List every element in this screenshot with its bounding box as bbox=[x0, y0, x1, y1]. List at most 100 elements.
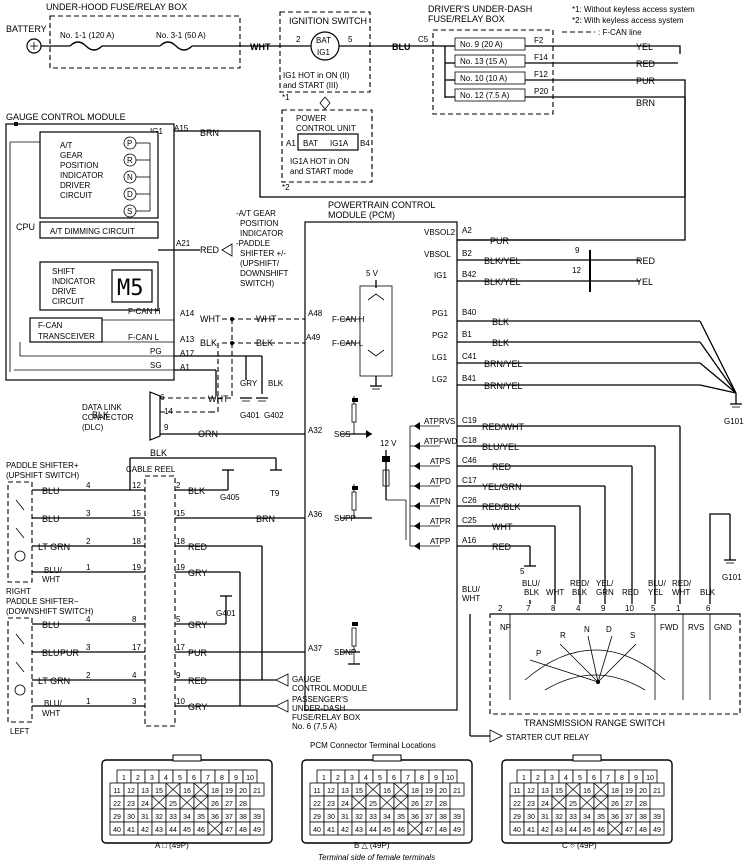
at-text-2: GEAR bbox=[60, 151, 83, 160]
output-pass-1: PASSENGER'S bbox=[292, 695, 348, 704]
terminal-label: 9 bbox=[434, 775, 438, 782]
terminal-label: 39 bbox=[453, 814, 461, 821]
pcm-pin-9-mark: 9 bbox=[575, 246, 580, 255]
terminal-label: 19 bbox=[625, 788, 633, 795]
paddle-down-title-1: PADDLE SHIFTER– bbox=[6, 597, 79, 606]
pcm-pin-a36: A36 bbox=[308, 510, 323, 519]
fuse-9: No. 9 (20 A) bbox=[460, 40, 503, 49]
cable-reel-box bbox=[144, 475, 176, 727]
terminal-label: 5 bbox=[578, 775, 582, 782]
wire-brn-a15: BRN bbox=[200, 128, 219, 138]
terminal-label: 9 bbox=[634, 775, 638, 782]
gear-r: R bbox=[127, 156, 133, 165]
terminal-label: 3 bbox=[150, 775, 154, 782]
trs-pin-6: 6 bbox=[706, 604, 711, 613]
terminal-label: 15 bbox=[555, 788, 563, 795]
terminal-label: 13 bbox=[541, 788, 549, 795]
g401-label-b: G401 bbox=[216, 609, 236, 618]
note-3: : F-CAN line bbox=[598, 28, 642, 37]
terminal-label: 33 bbox=[169, 814, 177, 821]
terminal-label: 13 bbox=[341, 788, 349, 795]
ind-note-3: -PADDLE bbox=[236, 239, 270, 248]
wire-gry-g401: GRY bbox=[240, 379, 258, 388]
wire-bluyel-c18: BLU/YEL bbox=[482, 442, 519, 452]
terminal-label: 46 bbox=[397, 827, 405, 834]
paddle-up-lamp-icon bbox=[14, 550, 26, 562]
ind-note-7: SWITCH) bbox=[240, 279, 275, 288]
pu-wire-4b: WHT bbox=[42, 575, 60, 584]
trs-pin-4: 4 bbox=[576, 604, 581, 613]
pcu-a1: A1 bbox=[286, 139, 296, 148]
trs-pin-numbers: 2 7 8 4 9 10 5 1 6 bbox=[498, 604, 711, 613]
gcm-fcanl: F-CAN L bbox=[128, 333, 160, 342]
pu-reel-r-18: 18 bbox=[176, 537, 185, 546]
fuse-1-1: No. 1-1 (120 A) bbox=[60, 31, 115, 40]
terminal-label: 30 bbox=[527, 814, 535, 821]
pd-wire-pur-r: PUR bbox=[188, 648, 208, 658]
terminal-label: 40 bbox=[113, 827, 121, 834]
terminal-label: 49 bbox=[453, 827, 461, 834]
pd-reel-r-10: 10 bbox=[176, 697, 185, 706]
pcu-mark: *2 bbox=[282, 183, 290, 192]
starter-arrow bbox=[489, 729, 503, 743]
ignition-ig1: IG1 bbox=[317, 48, 330, 57]
terminal-label: 4 bbox=[564, 775, 568, 782]
paddle-down-title-2: (DOWNSHIFT SWITCH) bbox=[6, 607, 94, 616]
trs-pos-np: NP bbox=[500, 623, 511, 632]
pcu-ig1a: IG1A bbox=[330, 139, 349, 148]
ind-note-0: -A/T GEAR bbox=[236, 209, 276, 218]
pcm-lg1: LG1 bbox=[432, 353, 448, 362]
terminal-label: 16 bbox=[383, 788, 391, 795]
ignition-pin-2: 2 bbox=[296, 35, 301, 44]
pu-wire-1: BLU bbox=[42, 486, 60, 496]
terminal-label: 40 bbox=[313, 827, 321, 834]
terminal-label: 29 bbox=[513, 814, 521, 821]
terminal-label: 45 bbox=[383, 827, 391, 834]
terminal-label: 7 bbox=[406, 775, 410, 782]
underdash-title-1: DRIVER'S UNDER-DASH bbox=[428, 4, 532, 14]
trs-contact-arc bbox=[524, 649, 666, 681]
battery-label: BATTERY bbox=[6, 24, 47, 34]
pd-reel-l-4: 4 bbox=[132, 671, 137, 680]
terminal-label: 15 bbox=[355, 788, 363, 795]
pcu-b4: B4 bbox=[360, 139, 370, 148]
terminal-label: 3 bbox=[550, 775, 554, 782]
at-dimming-label: A/T DIMMING CIRCUIT bbox=[50, 227, 135, 236]
terminal-label: 21 bbox=[253, 788, 261, 795]
terminal-label: 38 bbox=[239, 814, 247, 821]
paddle-up-title-1: PADDLE SHIFTER+ bbox=[6, 461, 79, 470]
pu-reel-r-19: 19 bbox=[176, 563, 185, 572]
paddle-down-lamp-icon bbox=[14, 684, 26, 696]
ignition-note-1: IG1 HOT in ON (II) bbox=[283, 71, 350, 80]
right-label: RIGHT bbox=[6, 587, 31, 596]
output-pass-2: UNDER-DASH bbox=[292, 704, 346, 713]
trs-w-8b: WHT bbox=[672, 588, 690, 597]
terminal-label: 18 bbox=[411, 788, 419, 795]
pu-wire-brn-supp: BRN bbox=[256, 514, 275, 524]
terminal-label: 12 bbox=[527, 788, 535, 795]
terminal-label: 12 bbox=[127, 788, 135, 795]
terminal-label: 45 bbox=[583, 827, 591, 834]
trs-pos-n: N bbox=[584, 625, 590, 634]
terminal-label: 28 bbox=[239, 801, 247, 808]
terminal-label: 1 bbox=[122, 775, 126, 782]
pcm-atpr: ATPR bbox=[430, 517, 451, 526]
terminal-label: 27 bbox=[425, 801, 433, 808]
terminal-label: 43 bbox=[555, 827, 563, 834]
terminal-label: 6 bbox=[392, 775, 396, 782]
g401-label-a: G401 bbox=[240, 411, 260, 420]
terminal-label: 37 bbox=[425, 814, 433, 821]
terminal-label: 29 bbox=[113, 814, 121, 821]
terminal-label: 26 bbox=[611, 801, 619, 808]
pcu-note-1: IG1A HOT in ON bbox=[290, 157, 350, 166]
dlc-label-2: CONNECTOR bbox=[82, 413, 134, 422]
terminal-label: 4 bbox=[164, 775, 168, 782]
pcm-5v: 5 V bbox=[366, 269, 379, 278]
g101-label-b: G101 bbox=[722, 573, 742, 582]
pd-wire-3: LT GRN bbox=[38, 676, 70, 686]
trs-pin-8: 8 bbox=[551, 604, 556, 613]
terminal-label: 25 bbox=[369, 801, 377, 808]
at-gear-driver-circuit bbox=[39, 131, 159, 219]
